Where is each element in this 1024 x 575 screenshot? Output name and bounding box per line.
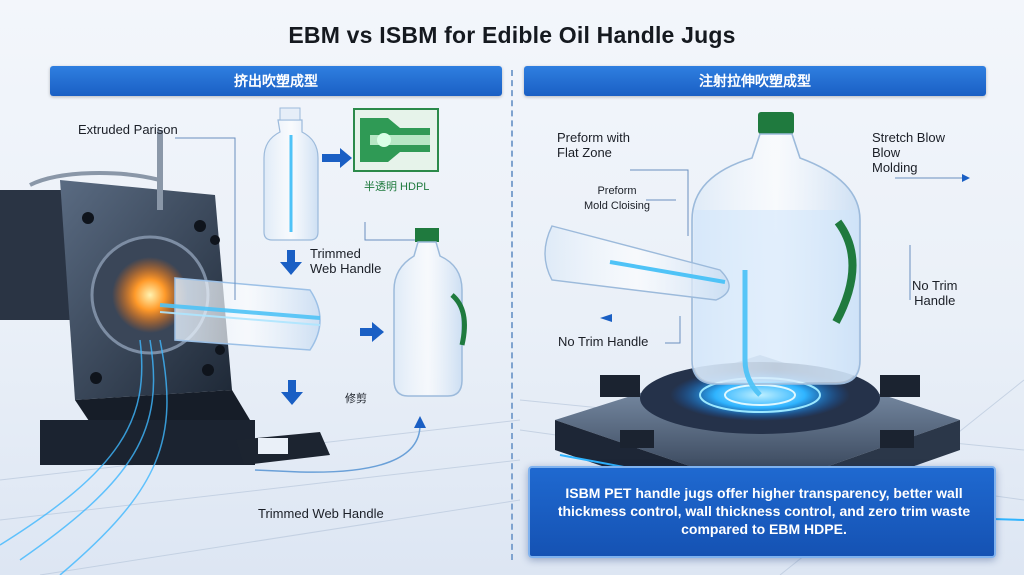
label-no-trim-right-line1: No Trim <box>912 278 958 293</box>
left-arrow-tip <box>600 314 612 322</box>
leader-lines-right <box>630 169 962 344</box>
panel-divider <box>511 70 513 560</box>
label-stretch-line2: Blow <box>872 145 901 160</box>
label-preform-flat-line1: Preform with <box>557 130 630 145</box>
left-banner: 挤出吹塑成型 <box>50 66 502 96</box>
label-stretch-line3: Molding <box>872 160 918 175</box>
label-trimmed-line2: Web Handle <box>310 261 382 276</box>
horizontal-preform <box>544 225 730 301</box>
extruded-parison <box>159 277 321 351</box>
right-arrow-tip <box>962 174 970 182</box>
small-preform-bottle <box>263 107 319 241</box>
label-trimmed-web-handle-top: Trimmed Web Handle <box>310 246 381 276</box>
label-no-trim-right-line2: Handle <box>914 293 956 308</box>
label-preform-flat-zone: Preform with Flat Zone <box>557 130 630 160</box>
arrows-left <box>254 148 426 473</box>
trimmed-web-piece <box>236 432 330 465</box>
label-trimmed-web-handle-bottom: Trimmed Web Handle <box>258 506 384 521</box>
isbm-jug <box>691 112 861 397</box>
label-preform-mold-line2: Mold Cloising <box>583 200 651 212</box>
label-preform-flat-line2: Flat Zone <box>557 145 612 160</box>
label-no-trim-handle-right: No Trim Handle <box>912 278 958 308</box>
right-banner: 注射拉伸吹塑成型 <box>524 66 986 96</box>
label-stretch-blow-molding: Stretch Blow Blow Molding <box>872 130 945 175</box>
label-preform-mold-line1: Preform <box>597 185 637 197</box>
page-title: EBM vs ISBM for Edible Oil Handle Jugs <box>288 22 736 48</box>
label-trimmed-line1: Trimmed <box>310 246 361 261</box>
summary-callout-text: ISBM PET handle jugs offer higher transp… <box>557 485 971 537</box>
label-no-trim-handle-left: No Trim Handle <box>558 334 649 349</box>
label-preform-mold-closing: Preform Mold Cloising <box>562 184 672 214</box>
label-stretch-line1: Stretch Blow <box>872 130 945 145</box>
flow-lines <box>0 339 168 575</box>
label-trim: 修剪 <box>345 393 367 405</box>
handle-bottle-left <box>393 228 467 397</box>
summary-callout: ISBM PET handle jugs offer higher transp… <box>528 466 996 558</box>
leader-lines-left <box>175 137 415 300</box>
label-semi-transparent: 半透明 HDPL <box>364 181 430 193</box>
green-mold-diagram <box>353 108 439 172</box>
label-extruded-parison: Extruded Parison <box>78 122 178 137</box>
